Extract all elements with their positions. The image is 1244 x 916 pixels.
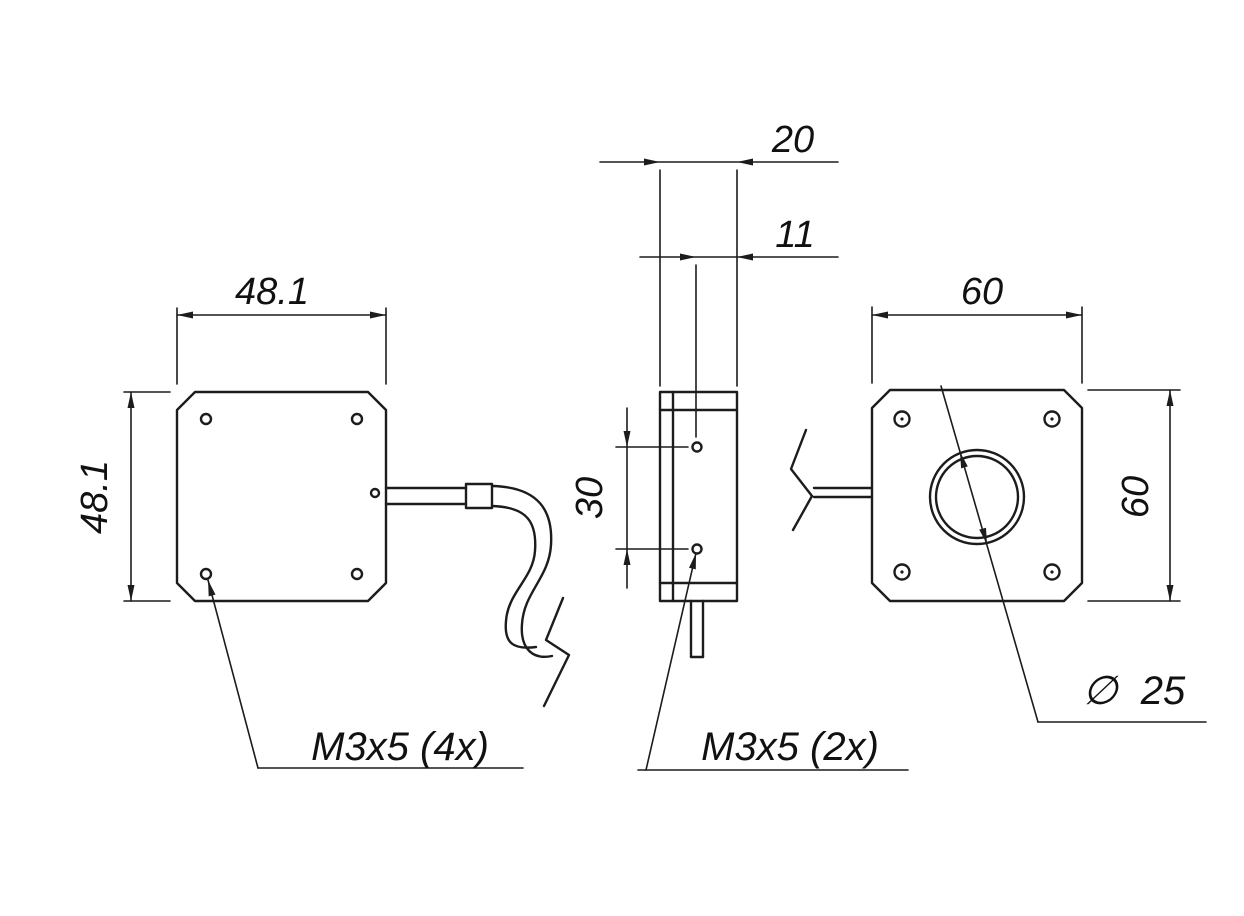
arrowhead-right [737, 158, 753, 166]
dim-back-width-label: 60 [961, 271, 1003, 313]
dim-hole-spacing: 30 [569, 407, 689, 589]
arrowhead-top [127, 392, 135, 408]
front-cable-exit-hole [369, 487, 381, 499]
leader-side-thread: M3x5 (2x) [637, 552, 909, 771]
cable-stub-break-symbol [789, 428, 814, 532]
rear-hole-bottom-right [1043, 563, 1061, 581]
arrowhead-bottom [1166, 585, 1174, 601]
dim-back-height-label: 60 [1115, 476, 1157, 518]
diameter-leader-line [940, 385, 1039, 723]
leader-arrowhead [689, 553, 696, 570]
leader-line [645, 552, 697, 771]
arrowhead-left [644, 158, 660, 166]
bore-outer-circle [928, 448, 1026, 546]
arrowhead-left [177, 311, 193, 319]
arrowhead-right [737, 253, 753, 261]
dim-front-height-label: 48.1 [74, 460, 116, 534]
leader-line [207, 579, 259, 769]
front-hole-bottom-right [350, 567, 364, 581]
dim-front-height: 48.1 [74, 391, 171, 602]
side-hole-bottom [691, 543, 703, 555]
dim-front-width: 48.1 [176, 271, 387, 385]
cable-curve-outer [490, 484, 554, 658]
diameter-symbol: ∅ [1083, 669, 1120, 713]
rear-hole-top-right-center [1050, 417, 1054, 421]
dim-bore-label: 25 [1140, 669, 1186, 713]
dim-depth-total-label: 20 [771, 119, 814, 161]
front-hole-top-right [350, 412, 364, 426]
cable-ferrule [464, 482, 494, 510]
front-plate-outline [175, 390, 388, 603]
rear-hole-bottom-right-center [1050, 570, 1054, 574]
arrowhead-right [370, 311, 386, 319]
dim-depth-body: 11 [639, 214, 839, 438]
side-hole-top [691, 441, 703, 453]
dim-bore: ∅ 25 [940, 385, 1207, 723]
front-hole-top-left [199, 412, 213, 426]
rear-hole-top-right [1043, 410, 1061, 428]
dim-front-width-label: 48.1 [235, 271, 309, 313]
side-view [658, 390, 739, 659]
cable-break-symbol [542, 596, 571, 708]
bore-inner-circle [934, 454, 1020, 540]
dim-back-width: 60 [871, 271, 1083, 384]
arrowhead-bottom [623, 549, 631, 565]
leader-front-thread: M3x5 (4x) [207, 579, 524, 769]
rear-view [789, 388, 1084, 603]
dim-depth-total: 20 [599, 119, 839, 387]
arrowhead-bottom [127, 585, 135, 601]
dim-back-height: 60 [1087, 389, 1181, 602]
arrowhead-upper [960, 452, 968, 469]
cable-curve-inner [490, 504, 538, 649]
side-thread-label: M3x5 (2x) [701, 725, 879, 769]
rear-hole-top-left [893, 410, 911, 428]
arrowhead-lower [979, 527, 987, 544]
arrowhead-right [1066, 311, 1082, 319]
dim-hole-spacing-label: 30 [569, 477, 611, 519]
rear-hole-top-left-center [900, 417, 904, 421]
arrowhead-left [872, 311, 888, 319]
rear-plate-outline [870, 388, 1084, 603]
side-outline [658, 390, 739, 603]
arrowhead-top [623, 431, 631, 447]
dim-depth-body-label: 11 [775, 214, 814, 256]
rear-hole-bottom-left [893, 563, 911, 581]
arrowhead-top [1166, 390, 1174, 406]
front-thread-label: M3x5 (4x) [311, 725, 489, 769]
leader-arrowhead [208, 580, 216, 597]
rear-hole-bottom-left-center [900, 570, 904, 574]
front-view [175, 390, 571, 708]
arrowhead-left [680, 253, 696, 261]
front-hole-bottom-left [199, 567, 213, 581]
